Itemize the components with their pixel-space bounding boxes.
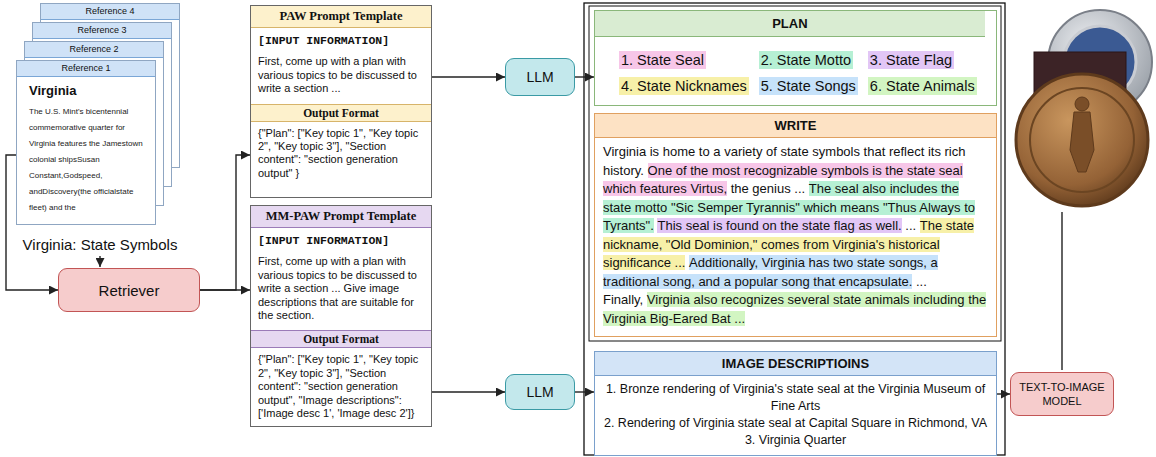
flow-arrow	[575, 391, 594, 392]
panel-heading: WRITE	[595, 114, 996, 138]
box-label: LLM	[526, 69, 553, 85]
output-frame	[584, 3, 1005, 455]
flow-arrow	[997, 393, 1010, 394]
flow-arrow	[432, 391, 505, 392]
generated-images	[1016, 10, 1152, 206]
prompt-text: First, come up with a plan with various …	[258, 55, 424, 95]
reference-title: Reference 4	[41, 4, 179, 20]
seal-figure-head	[1075, 97, 1089, 111]
image-description: 3. Virginia Quarter	[601, 432, 990, 449]
prompt-text: {"Plan": ["Key topic 1", "Key topic 2", …	[258, 127, 424, 181]
image-description: 2. Rendering of Virginia state seal at C…	[601, 415, 990, 432]
reference-title: Reference 2	[25, 42, 163, 58]
box-label: Retriever	[99, 282, 160, 299]
plan-box: PLAN 1. State Seal 2. State Motto 3. State …	[594, 10, 997, 106]
prompt-text: First, come up with a plan with various …	[258, 255, 424, 322]
box-label: LLM	[526, 384, 553, 400]
plan-item: 5. State Songs	[759, 77, 858, 95]
plan-item: 4. State Nicknames	[619, 77, 749, 95]
image-description: 1. Bronze rendering of Virginia's state …	[601, 381, 990, 415]
document-title: Virginia	[29, 83, 147, 98]
llm-box: LLM	[505, 58, 575, 96]
write-box: WRITEVirginia is home to a variety of st…	[594, 113, 997, 337]
reference-card: Reference 1 VirginiaThe U.S. Mint's bicen…	[16, 60, 156, 225]
flow-arrow	[200, 155, 250, 290]
plan-write-frame	[589, 6, 1001, 341]
template-title: PAW Prompt Template	[251, 6, 431, 28]
prompt-template-box: PAW Prompt Template [INPUT INFORMATION] Fi…	[250, 5, 432, 198]
query-arrow	[99, 256, 100, 267]
seal-figure	[1070, 112, 1094, 172]
generated-text: ...	[905, 218, 916, 233]
flow-arrow	[575, 76, 594, 77]
plan-item: 3. State Flag	[868, 51, 954, 69]
bronze-seal	[1016, 74, 1148, 206]
flow-arrow	[432, 76, 505, 77]
panel-heading: IMAGE DESCRIPTIOINS	[595, 352, 996, 376]
llm-box: LLM	[505, 374, 575, 410]
template-title: MM-PAW Prompt Template	[251, 206, 431, 228]
section-heading: Output Format	[251, 330, 431, 348]
input-placeholder: [INPUT INFORMATION]	[258, 34, 424, 47]
reference-title: Reference 1	[17, 61, 155, 77]
box-label: TEXT-TO-IMAGE MODEL	[1014, 380, 1110, 408]
generated-text: Virginia also recognizes several state a…	[603, 292, 986, 326]
flow-arrow	[200, 289, 250, 290]
reference-title: Reference 3	[33, 23, 171, 39]
image-descriptions-box: IMAGE DESCRIPTIOINS 1. Bronze rendering o…	[594, 351, 997, 456]
plan-item: 6. State Animals	[868, 77, 977, 95]
panel-heading: PLAN	[595, 11, 985, 37]
text-to-image-box: TEXT-TO-IMAGE MODEL	[1010, 372, 1114, 416]
prompt-template-box: MM-PAW Prompt Template [INPUT INFORMATION…	[250, 205, 432, 427]
plan-item: 1. State Seal	[619, 51, 706, 69]
generated-text: This seal is found on the state flag as …	[657, 218, 901, 233]
document-text: The U.S. Mint's bicentennial commemorati…	[29, 104, 147, 216]
image-leader-line	[1061, 212, 1062, 370]
plan-item: 2. State Motto	[759, 51, 853, 69]
seal-ring	[1030, 88, 1134, 192]
section-heading: Output Format	[251, 104, 431, 122]
generated-text: the genius ...	[731, 181, 805, 196]
input-placeholder: [INPUT INFORMATION]	[258, 234, 424, 247]
retriever-box: Retriever	[58, 268, 200, 312]
prompt-text: {"Plan": ["Key topic 1", "Key topic 2", …	[258, 353, 424, 420]
query-label: Virginia: State Symbols	[20, 236, 180, 253]
